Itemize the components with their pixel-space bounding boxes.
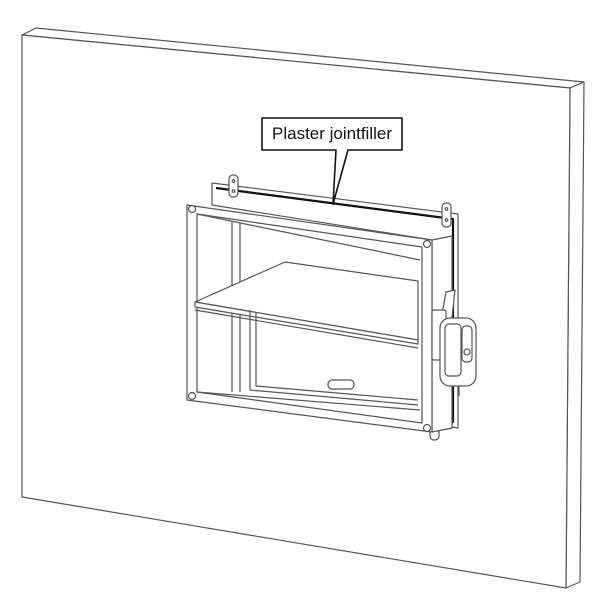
actuator	[431, 289, 477, 396]
damper-blade	[194, 261, 419, 406]
callout-label: Plaster jointfiller	[272, 124, 392, 143]
callout	[261, 117, 403, 205]
